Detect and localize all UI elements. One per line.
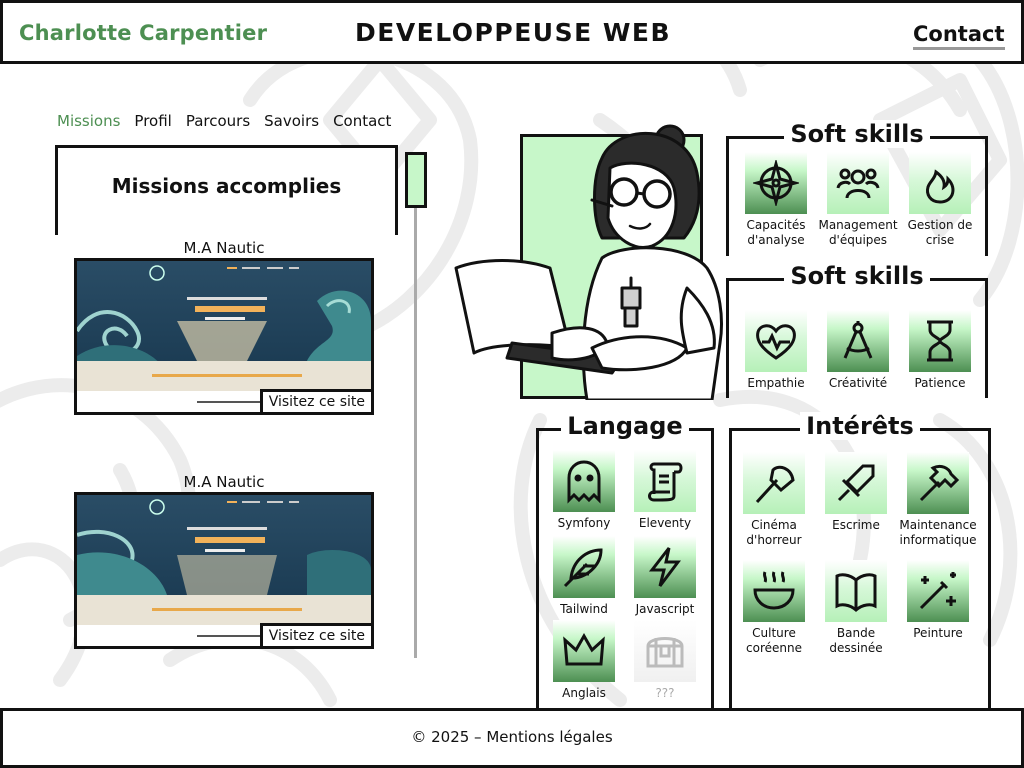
mission-name: M.A Nautic xyxy=(183,473,265,491)
skill-item: Culture coréenne xyxy=(729,560,819,656)
compass-icon xyxy=(745,152,807,214)
skill-label: ??? xyxy=(655,686,675,700)
skill-label: Créativité xyxy=(828,376,888,390)
skill-label: Bande dessinée xyxy=(829,626,883,655)
visit-site-button[interactable]: Visitez ce site xyxy=(259,623,371,646)
lightning-icon xyxy=(634,536,696,598)
skill-item: Cinéma d'horreur xyxy=(729,452,819,548)
skill-item: Javascript xyxy=(620,536,710,617)
axe-icon xyxy=(743,452,805,514)
box-title: Soft skills xyxy=(726,120,988,148)
skill-item: Bande dessinée xyxy=(811,560,901,656)
skill-label: Anglais xyxy=(562,686,606,700)
skill-label: Eleventy xyxy=(638,516,692,530)
hourglass-icon xyxy=(909,310,971,372)
bowl-icon xyxy=(743,560,805,622)
crown-icon xyxy=(553,620,615,682)
skill-item: Patience xyxy=(895,310,985,391)
skill-item: Symfony xyxy=(539,450,629,531)
skill-label: Empathie xyxy=(747,376,805,390)
footer-legal-link[interactable]: © 2025 – Mentions légales xyxy=(411,728,613,746)
book-icon xyxy=(825,560,887,622)
skill-item: ??? xyxy=(620,620,710,701)
mission-preview-card[interactable]: Visitez ce site xyxy=(74,492,374,649)
skill-label: Cinéma d'horreur xyxy=(746,518,802,547)
flame-icon xyxy=(909,152,971,214)
team-icon xyxy=(827,152,889,214)
header-contact-link[interactable]: Contact xyxy=(913,22,1005,50)
skill-item: Maintenance informatique xyxy=(893,452,983,548)
skill-label: Escrime xyxy=(832,518,880,532)
interets-box: Intérêts xyxy=(729,412,991,708)
missions-title: Missions accomplies xyxy=(111,174,342,198)
skill-item: Anglais xyxy=(539,620,629,701)
site-header: Charlotte Carpentier DEVELOPPEUSE WEB Co… xyxy=(0,0,1024,64)
feather-icon xyxy=(553,536,615,598)
box-title: Soft skills xyxy=(726,262,988,290)
skill-item: Eleventy xyxy=(620,450,710,531)
skill-label: Patience xyxy=(914,376,966,390)
skill-label: Gestion de crise xyxy=(907,218,973,247)
skill-label: Symfony xyxy=(557,516,611,530)
missions-scroll-thumb[interactable] xyxy=(405,152,427,208)
skill-item: Escrime xyxy=(811,452,901,533)
magic-wand-icon xyxy=(907,560,969,622)
skill-item: Empathie xyxy=(731,310,821,391)
box-title: Intérêts xyxy=(729,412,991,440)
skill-item: Management d'équipes xyxy=(813,152,903,248)
ghost-icon xyxy=(553,450,615,512)
skill-label: Culture coréenne xyxy=(746,626,802,655)
nav-item-contact[interactable]: Contact xyxy=(333,112,392,130)
mission-preview-card[interactable]: Visitez ce site xyxy=(74,258,374,415)
skill-item: Gestion de crise xyxy=(895,152,985,248)
sword-icon xyxy=(825,452,887,514)
site-title: DEVELOPPEUSE WEB xyxy=(355,18,672,47)
website-screenshot xyxy=(77,261,371,412)
skill-item: Capacités d'analyse xyxy=(731,152,821,248)
skill-label: Maintenance informatique xyxy=(899,518,977,547)
mission-name: M.A Nautic xyxy=(183,239,265,257)
soft-skills-box: Soft skills xyxy=(726,262,988,398)
developer-portrait-illustration xyxy=(454,124,723,400)
nav-item-savoirs[interactable]: Savoirs xyxy=(264,112,320,130)
skill-item: Tailwind xyxy=(539,536,629,617)
nav-item-missions[interactable]: Missions xyxy=(57,112,121,130)
chest-icon xyxy=(634,620,696,682)
skill-label: Peinture xyxy=(913,626,963,640)
scroll-icon xyxy=(634,450,696,512)
site-footer: © 2025 – Mentions légales xyxy=(0,708,1024,768)
missions-scroll-track[interactable] xyxy=(414,160,417,658)
drafting-compass-icon xyxy=(827,310,889,372)
skill-item: Peinture xyxy=(893,560,983,641)
box-title: Langage xyxy=(536,412,714,440)
main-nav: Missions Profil Parcours Savoirs Contact xyxy=(57,112,391,130)
skill-label: Tailwind xyxy=(560,602,608,616)
langage-box: Langage xyxy=(536,412,714,708)
skill-item: Créativité xyxy=(813,310,903,391)
visit-site-button[interactable]: Visitez ce site xyxy=(259,389,371,412)
heart-pulse-icon xyxy=(745,310,807,372)
brand-name[interactable]: Charlotte Carpentier xyxy=(19,21,268,45)
skill-label: Management d'équipes xyxy=(818,218,898,247)
missions-panel: Missions accomplies xyxy=(55,145,398,235)
nav-item-parcours[interactable]: Parcours xyxy=(185,112,251,130)
skill-label: Capacités d'analyse xyxy=(746,218,806,247)
nav-item-profil[interactable]: Profil xyxy=(134,112,172,130)
soft-skills-box: Soft skills xyxy=(726,120,988,256)
skill-label: Javascript xyxy=(635,602,695,616)
hammer-icon xyxy=(907,452,969,514)
